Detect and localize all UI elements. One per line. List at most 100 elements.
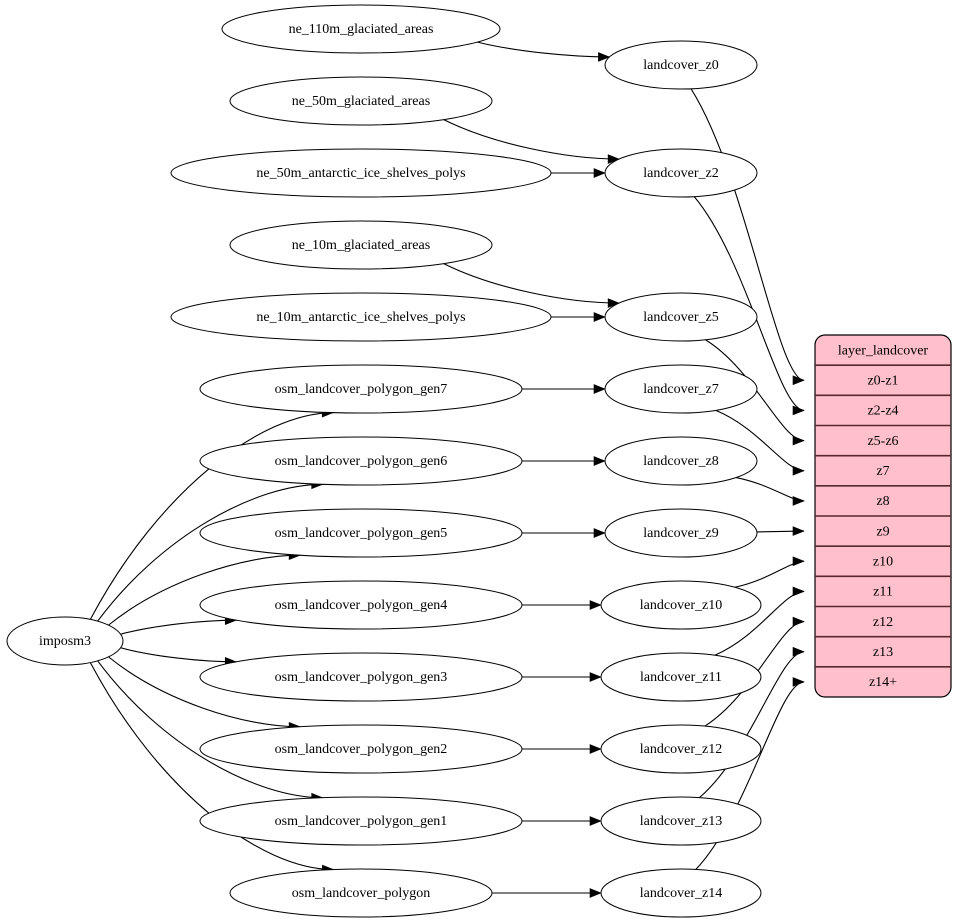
- node-landcover_z11[interactable]: landcover_z11: [600, 652, 762, 702]
- edge-arrowhead: [792, 405, 805, 416]
- record-row-label: z13: [873, 645, 893, 660]
- node-ne_10m_antarctic_ice_shelves_polys[interactable]: ne_10m_antarctic_ice_shelves_polys: [170, 292, 552, 342]
- edge-arrowhead: [792, 677, 805, 687]
- edge-line: [699, 651, 805, 799]
- node-ne_50m_antarctic_ice_shelves_polys[interactable]: ne_50m_antarctic_ice_shelves_polys: [170, 148, 552, 198]
- node-landcover_z2[interactable]: landcover_z2: [604, 148, 758, 198]
- edge-arrowhead: [589, 744, 602, 754]
- node-landcover_z5[interactable]: landcover_z5: [604, 292, 758, 342]
- edge-arrowhead: [589, 600, 602, 610]
- edge-arrowhead: [593, 528, 606, 538]
- record-header-label: layer_landcover: [838, 343, 929, 358]
- node-ellipse: [604, 508, 758, 558]
- node-ne_110m_glaciated_areas[interactable]: ne_110m_glaciated_areas: [221, 4, 501, 54]
- node-osm_landcover_polygon_gen7[interactable]: osm_landcover_polygon_gen7: [199, 364, 523, 414]
- record-row[interactable]: z2-z4: [867, 404, 898, 419]
- edge-landcover_z13-to-z13: [699, 646, 805, 799]
- edge-arrowhead: [593, 312, 606, 322]
- edge-landcover_z2-to-z2-z4: [693, 196, 805, 416]
- node-osm_landcover_polygon_gen3[interactable]: osm_landcover_polygon_gen3: [199, 652, 523, 702]
- node-label: ne_10m_glaciated_areas: [292, 238, 430, 253]
- edge-line: [108, 554, 301, 626]
- record-row[interactable]: z7: [876, 464, 889, 479]
- node-ellipse: [229, 220, 493, 270]
- node-ellipse: [199, 580, 523, 630]
- edge-line: [120, 619, 237, 635]
- edge-ne_10m_antarctic_ice_shelves_polys-to-landcover_z5: [551, 312, 606, 322]
- edge-line: [690, 88, 805, 381]
- record-row-label: z10: [873, 554, 893, 569]
- node-ellipse: [199, 796, 523, 846]
- node-label: ne_110m_glaciated_areas: [289, 22, 434, 37]
- node-landcover_z13[interactable]: landcover_z13: [600, 796, 762, 846]
- node-ellipse: [600, 724, 762, 774]
- edge-osm_landcover_polygon-to-landcover_z14: [491, 888, 602, 898]
- edge-osm_landcover_polygon_gen2-to-landcover_z12: [521, 744, 602, 754]
- edge-line: [97, 660, 323, 799]
- record-row-label: z7: [876, 464, 889, 479]
- node-landcover_z12[interactable]: landcover_z12: [600, 724, 762, 774]
- record-row[interactable]: z8: [876, 494, 889, 509]
- record-row[interactable]: z14+: [869, 675, 897, 690]
- nodes-layer: imposm3 ne_110m_glaciated_areas ne_50m_gla…: [6, 4, 762, 918]
- node-ellipse: [199, 652, 523, 702]
- record-row[interactable]: z13: [873, 645, 893, 660]
- node-ellipse: [229, 76, 493, 126]
- node-label: osm_landcover_polygon_gen6: [275, 454, 448, 469]
- edge-imposm3-to-osm_landcover_polygon_gen4: [120, 615, 238, 635]
- node-label: landcover_z9: [643, 526, 718, 541]
- edge-line: [695, 681, 805, 870]
- node-ne_50m_glaciated_areas[interactable]: ne_50m_glaciated_areas: [229, 76, 493, 126]
- node-landcover_z8[interactable]: landcover_z8: [604, 436, 758, 486]
- edge-landcover_z14-to-z14+: [695, 677, 805, 870]
- edge-osm_landcover_polygon_gen6-to-landcover_z8: [522, 456, 606, 466]
- edge-landcover_z5-to-z5-z6: [705, 339, 805, 446]
- node-landcover_z7[interactable]: landcover_z7: [604, 364, 758, 414]
- edge-arrowhead: [792, 526, 805, 536]
- record-row[interactable]: z9: [876, 524, 889, 539]
- edge-arrowhead: [593, 456, 606, 466]
- node-ne_10m_glaciated_areas[interactable]: ne_10m_glaciated_areas: [229, 220, 493, 270]
- record-row-label: z9: [876, 524, 889, 539]
- node-label: landcover_z8: [643, 454, 718, 469]
- node-osm_landcover_polygon_gen4[interactable]: osm_landcover_polygon_gen4: [199, 580, 523, 630]
- node-imposm3[interactable]: imposm3: [6, 616, 124, 666]
- node-osm_landcover_polygon[interactable]: osm_landcover_polygon: [229, 868, 493, 918]
- record-row[interactable]: z5-z6: [867, 434, 898, 449]
- edge-osm_landcover_polygon_gen4-to-landcover_z10: [522, 600, 602, 610]
- edge-landcover_z10-to-z10: [734, 556, 805, 588]
- node-label: ne_50m_glaciated_areas: [292, 94, 430, 109]
- node-label: landcover_z12: [640, 742, 722, 757]
- record-row-label: z12: [873, 615, 893, 630]
- node-label: osm_landcover_polygon_gen5: [275, 526, 448, 541]
- node-osm_landcover_polygon_gen6[interactable]: osm_landcover_polygon_gen6: [199, 436, 523, 486]
- record-row-label: z11: [873, 585, 893, 600]
- node-landcover_z0[interactable]: landcover_z0: [604, 40, 758, 90]
- node-osm_landcover_polygon_gen2[interactable]: osm_landcover_polygon_gen2: [199, 724, 523, 774]
- record-node-layer: layer_landcover z0-z1 z2-z4 z5-z6 z7 z8 z9 z10 z…: [814, 334, 952, 698]
- edge-arrowhead: [792, 586, 805, 597]
- node-osm_landcover_polygon_gen1[interactable]: osm_landcover_polygon_gen1: [199, 796, 523, 846]
- edge-landcover_z9-to-z9: [756, 526, 805, 536]
- node-landcover_z10[interactable]: landcover_z10: [600, 580, 762, 630]
- edge-arrowhead: [589, 672, 602, 682]
- edge-arrowhead: [792, 465, 805, 476]
- node-ellipse: [6, 616, 124, 666]
- node-ellipse: [221, 4, 501, 54]
- edge-landcover_z7-to-z7: [715, 409, 805, 476]
- record-row[interactable]: z11: [873, 585, 893, 600]
- node-ellipse: [199, 436, 523, 486]
- record-node-layer-landcover[interactable]: layer_landcover z0-z1 z2-z4 z5-z6 z7 z8 z9 z10 z…: [814, 334, 952, 698]
- edge-landcover_z12-to-z12: [704, 616, 805, 727]
- node-ellipse: [600, 652, 762, 702]
- node-osm_landcover_polygon_gen5[interactable]: osm_landcover_polygon_gen5: [199, 508, 523, 558]
- record-row[interactable]: z0-z1: [867, 373, 898, 388]
- node-ellipse: [600, 580, 762, 630]
- node-label: osm_landcover_polygon_gen1: [275, 814, 448, 829]
- record-row[interactable]: z10: [873, 554, 893, 569]
- record-row[interactable]: z12: [873, 615, 893, 630]
- node-landcover_z9[interactable]: landcover_z9: [604, 508, 758, 558]
- node-landcover_z14[interactable]: landcover_z14: [600, 868, 762, 918]
